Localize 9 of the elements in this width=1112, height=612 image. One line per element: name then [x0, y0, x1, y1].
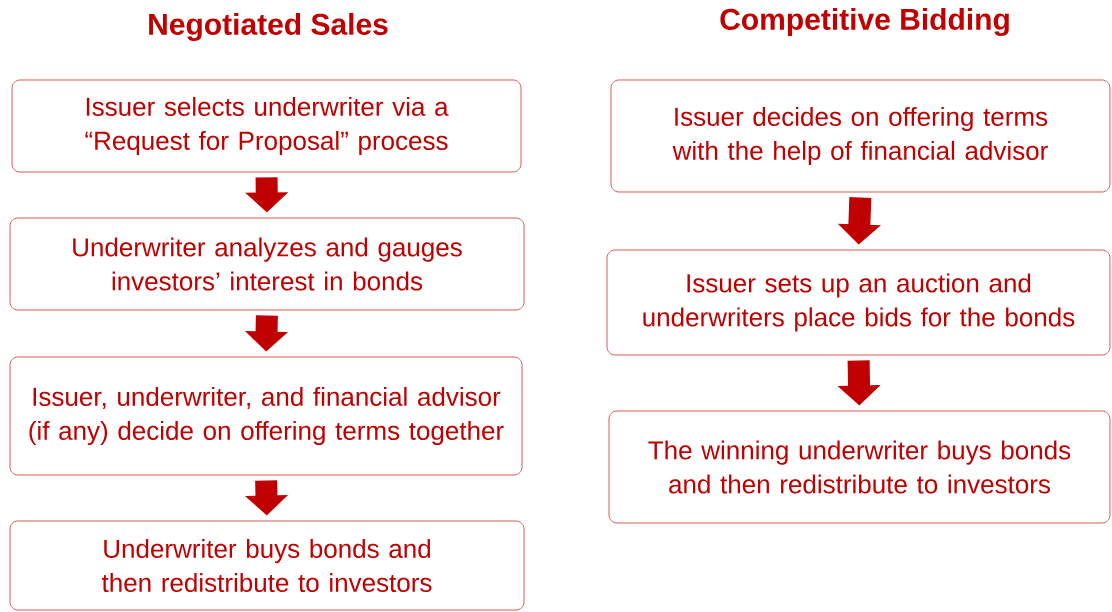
process-box: The winning underwriter buys bonds and then redistribute to investors — [608, 410, 1111, 524]
process-box: Issuer sets up an auction and underwriters place bids for the bonds — [606, 249, 1111, 356]
heading: Competitive Bidding — [720, 7, 1009, 37]
process-box: Underwriter buys bonds and then redistribute to investors — [9, 520, 525, 611]
process-box: Underwriter analyzes and gauges investors’ interest in bonds — [9, 217, 525, 311]
heading: Negotiated Sales — [149, 12, 388, 42]
process-box: Issuer decides on offering terms with the help of financial advisor — [610, 79, 1111, 193]
process-box: Issuer selects underwriter via a “Request for Proposal” process — [11, 79, 522, 173]
process-box: Issuer, underwriter, and financial advisor (if any) decide on offering terms together — [9, 356, 523, 476]
